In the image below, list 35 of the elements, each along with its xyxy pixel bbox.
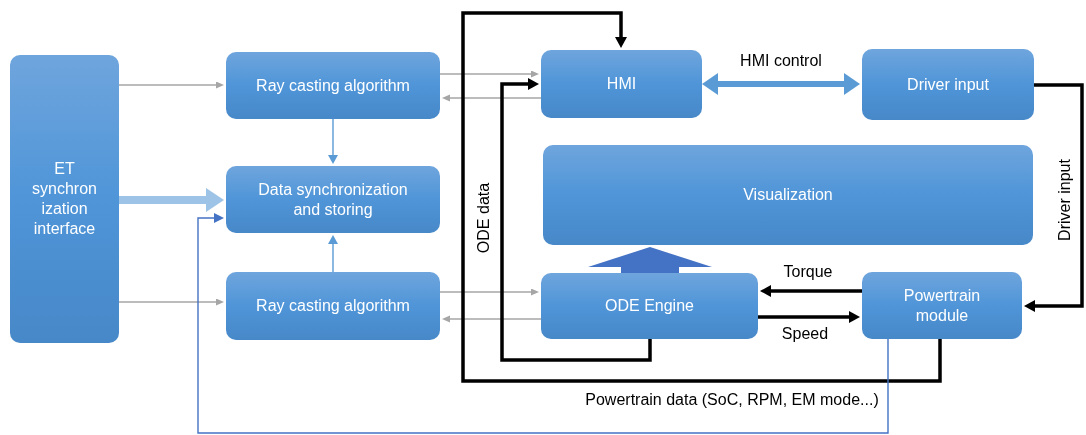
box-label: Ray casting algorithm xyxy=(256,75,410,96)
arrow xyxy=(500,78,652,362)
arrow xyxy=(197,213,889,434)
process-box xyxy=(862,272,1022,339)
arrow xyxy=(461,11,942,383)
arrow xyxy=(760,285,862,297)
arrow xyxy=(702,73,860,95)
arrow xyxy=(442,315,542,323)
box-label: HMI xyxy=(606,74,637,94)
arrow xyxy=(328,118,338,164)
arrow xyxy=(328,235,338,273)
box-label: Visualization xyxy=(743,185,833,205)
box-label: ODE Engine xyxy=(605,296,694,316)
process-box xyxy=(543,145,1033,245)
box-label: Powertrain module xyxy=(902,285,982,326)
arrow xyxy=(442,94,542,102)
process-box xyxy=(541,50,702,118)
arrow xyxy=(118,81,224,89)
process-box xyxy=(226,166,440,233)
arrow xyxy=(439,70,539,78)
arrow xyxy=(439,288,539,296)
arrow xyxy=(1024,83,1084,312)
process-box xyxy=(541,273,758,339)
process-box xyxy=(862,49,1034,120)
box-label: ET synchronization interface xyxy=(31,159,98,239)
block-arrow xyxy=(588,247,712,273)
process-box xyxy=(226,52,440,119)
box-label: Ray casting algorithm xyxy=(256,296,410,316)
process-box xyxy=(226,272,440,340)
arrow xyxy=(119,188,224,212)
arrow xyxy=(758,311,860,323)
arrow xyxy=(118,298,224,306)
box-label: Driver input xyxy=(907,74,989,95)
process-box xyxy=(10,55,119,343)
box-label: Data synchronization and storing xyxy=(257,179,409,220)
